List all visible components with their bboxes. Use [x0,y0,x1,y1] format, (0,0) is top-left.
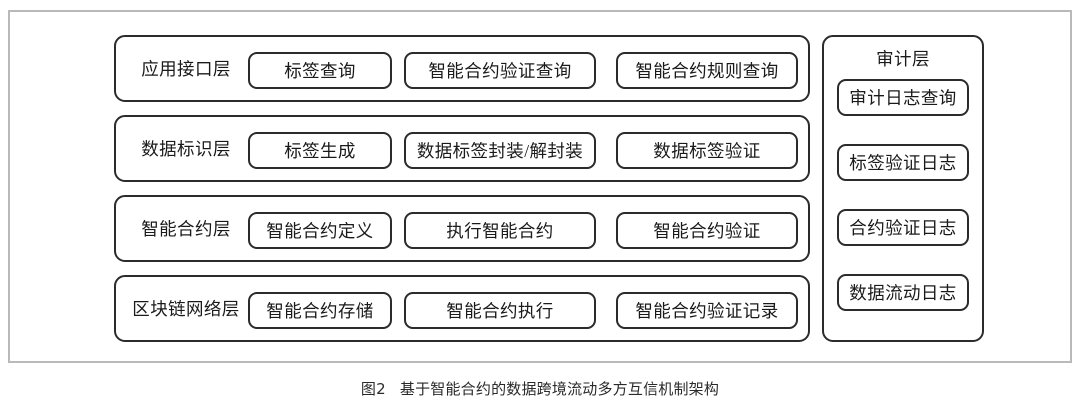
layer-band-data-identification: 数据标识层 标签生成 数据标签封装/解封装 数据标签验证 [114,115,810,182]
architecture-layer-stack: 应用接口层 标签查询 智能合约验证查询 智能合约规则查询 数据标识层 标签生成 … [114,35,810,342]
figure-caption-text: 基于智能合约的数据跨境流动多方互信机制架构 [399,380,720,398]
audit-item-box[interactable]: 审计日志查询 [837,79,969,116]
module-box[interactable]: 智能合约验证记录 [616,292,798,329]
module-box[interactable]: 数据标签验证 [616,132,798,169]
layer-band-application-interface: 应用接口层 标签查询 智能合约验证查询 智能合约规则查询 [114,35,810,102]
layer-label: 应用接口层 [141,59,231,79]
audit-item-box[interactable]: 标签验证日志 [837,144,969,181]
module-box[interactable]: 智能合约定义 [248,212,392,249]
layer-label: 区块链网络层 [132,299,240,319]
audit-item-box[interactable]: 合约验证日志 [837,209,969,246]
figure-number: 图2 [360,380,386,398]
layer-label: 智能合约层 [141,219,231,239]
layer-band-smart-contract: 智能合约层 智能合约定义 执行智能合约 智能合约验证 [114,195,810,262]
module-box[interactable]: 智能合约执行 [404,292,596,329]
figure-outer-frame: 应用接口层 标签查询 智能合约验证查询 智能合约规则查询 数据标识层 标签生成 … [8,10,1072,363]
module-box[interactable]: 执行智能合约 [404,212,596,249]
figure-caption: 图2 基于智能合约的数据跨境流动多方互信机制架构 [0,378,1080,399]
module-box[interactable]: 智能合约验证 [616,212,798,249]
layer-band-blockchain-network: 区块链网络层 智能合约存储 智能合约执行 智能合约验证记录 [114,275,810,342]
module-box[interactable]: 标签生成 [248,132,392,169]
module-box[interactable]: 智能合约验证查询 [404,52,596,89]
audit-layer-panel: 审计层 审计日志查询 标签验证日志 合约验证日志 数据流动日志 [822,35,984,342]
module-box[interactable]: 数据标签封装/解封装 [404,132,596,169]
audit-item-box[interactable]: 数据流动日志 [837,274,969,311]
layer-label: 数据标识层 [141,139,231,159]
audit-panel-title: 审计层 [876,49,930,69]
module-box[interactable]: 智能合约规则查询 [616,52,798,89]
module-box[interactable]: 标签查询 [248,52,392,89]
module-box[interactable]: 智能合约存储 [248,292,392,329]
